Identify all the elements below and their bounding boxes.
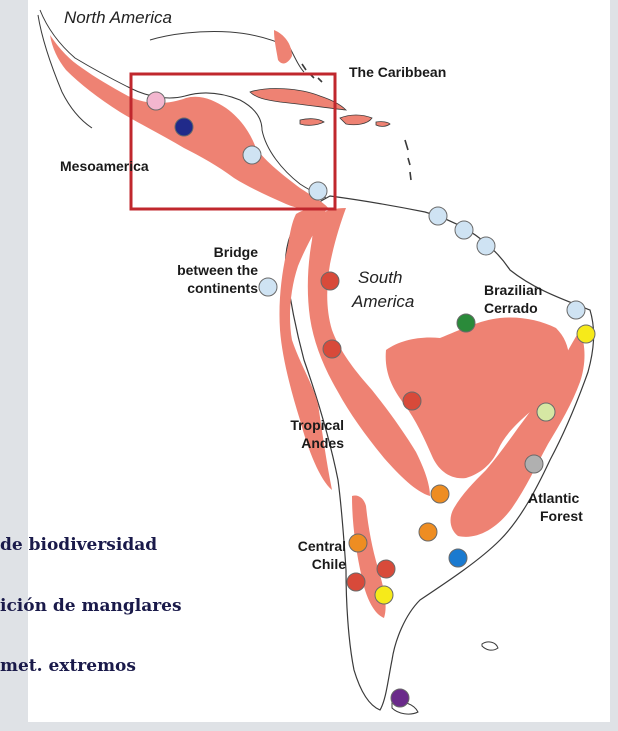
label-bridge-line3: continents	[187, 280, 258, 296]
label-central-chile-line2: Chile	[311, 556, 346, 572]
label-atlantic-forest-line2: Forest	[540, 508, 583, 524]
hotspot-central-chile	[352, 495, 386, 618]
hispaniola-outline	[339, 114, 373, 126]
legend-line-mangroves: ición de manglares	[0, 596, 182, 616]
site-marker-2	[174, 117, 194, 137]
label-tropical-andes-line1: Tropical	[290, 417, 344, 433]
site-marker-1	[146, 91, 166, 111]
site-marker-19	[348, 533, 368, 553]
legend-line-biodiversity: de biodiversidad	[0, 535, 158, 555]
label-brazilian-line1: Brazilian	[484, 282, 543, 298]
label-atlantic-forest-line1: Atlantic	[528, 490, 580, 506]
lesser-antilles	[404, 139, 412, 181]
falklands	[481, 641, 499, 651]
hotspot-atlantic-forest	[450, 330, 585, 537]
site-marker-14	[576, 324, 596, 344]
label-south-america-line1: South	[358, 268, 403, 287]
site-marker-24	[390, 688, 410, 708]
site-marker-17	[430, 484, 450, 504]
site-marker-4	[308, 181, 328, 201]
site-marker-11	[322, 339, 342, 359]
label-north-america: North America	[64, 8, 173, 27]
baja-coastline	[37, 14, 93, 129]
hotspot-tumbes-choco	[279, 207, 332, 491]
label-mesoamerica: Mesoamerica	[60, 158, 149, 174]
site-marker-22	[346, 572, 366, 592]
label-bridge-line1: Bridge	[213, 244, 258, 260]
site-marker-15	[536, 402, 556, 422]
site-marker-21	[376, 559, 396, 579]
cuba-outline	[249, 88, 348, 111]
label-brazilian-line2: Cerrado	[484, 300, 538, 316]
puerto-rico-outline	[375, 121, 391, 127]
site-marker-9	[566, 300, 586, 320]
site-marker-5	[428, 206, 448, 226]
hotspot-florida	[274, 30, 292, 64]
site-marker-7	[476, 236, 496, 256]
hotspot-cerrado	[385, 317, 569, 479]
site-marker-23	[374, 585, 394, 605]
site-marker-18	[418, 522, 438, 542]
site-marker-8	[258, 277, 278, 297]
marker-layer	[146, 91, 596, 708]
north-america-coastline	[39, 9, 331, 201]
site-marker-20	[448, 548, 468, 568]
jamaica-outline	[299, 118, 325, 126]
site-marker-13	[456, 313, 476, 333]
site-marker-3	[242, 145, 262, 165]
site-marker-16	[524, 454, 544, 474]
site-marker-6	[454, 220, 474, 240]
label-tropical-andes-line2: Andes	[301, 435, 344, 451]
gulf-coastline	[149, 30, 305, 73]
caribbean-highlight-box	[129, 72, 337, 211]
label-south-america-line2: America	[352, 292, 415, 311]
legend-line-extreme-events: met. extremos	[0, 656, 136, 676]
label-caribbean: The Caribbean	[349, 64, 447, 80]
label-bridge-line2: between the	[177, 262, 258, 278]
site-marker-10	[320, 271, 340, 291]
label-central-chile-line1: Central	[297, 538, 346, 554]
site-marker-12	[402, 391, 422, 411]
